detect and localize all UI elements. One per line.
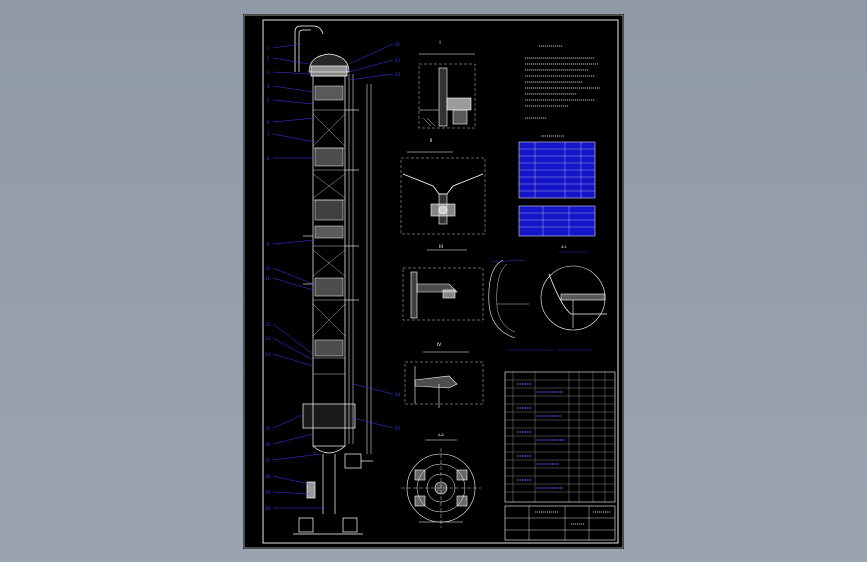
- svg-text:10: 10: [265, 266, 271, 271]
- svg-text:24: 24: [395, 392, 401, 397]
- svg-text:11: 11: [265, 276, 271, 281]
- svg-text:18: 18: [265, 474, 271, 479]
- svg-text:2: 2: [267, 56, 270, 61]
- detail-I: [418, 53, 476, 129]
- technical-notes: [525, 45, 601, 119]
- detail-IV: [404, 351, 484, 408]
- svg-text:17: 17: [265, 458, 271, 463]
- outer-frame: [243, 14, 624, 549]
- detail-IV-label: IV: [437, 342, 442, 348]
- design-data-table: [518, 135, 596, 199]
- svg-text:21: 21: [395, 42, 401, 47]
- svg-text:20: 20: [265, 506, 271, 511]
- svg-text:19: 19: [265, 490, 271, 495]
- svg-text:23: 23: [395, 72, 401, 77]
- svg-text:3: 3: [267, 70, 270, 75]
- svg-text:8: 8: [267, 156, 270, 161]
- detail-II-label: II: [430, 138, 433, 144]
- svg-text:7: 7: [267, 132, 270, 137]
- detail-I-label: I: [439, 40, 440, 46]
- item-leaders: [272, 43, 394, 509]
- svg-text:4: 4: [267, 84, 270, 89]
- svg-text:9: 9: [267, 242, 270, 247]
- svg-text:25: 25: [395, 426, 401, 431]
- svg-text:16: 16: [265, 442, 271, 447]
- detail-III-label: III: [439, 244, 443, 250]
- tower-elevation: [293, 25, 373, 535]
- svg-text:15: 15: [265, 426, 271, 431]
- svg-text:6: 6: [267, 120, 270, 125]
- svg-text:14: 14: [265, 352, 271, 357]
- svg-text:12: 12: [265, 322, 271, 327]
- inner-frame: [262, 19, 619, 544]
- svg-text:22: 22: [395, 58, 401, 63]
- detail-II: [400, 151, 486, 235]
- svg-text:13: 13: [265, 336, 271, 341]
- circle-detail-b: [540, 251, 607, 331]
- svg-text:5: 5: [267, 98, 270, 103]
- svg-text:1: 1: [267, 46, 270, 51]
- plan-view: [401, 439, 481, 528]
- plan-view-label: A-A: [438, 433, 445, 437]
- circle-detail-a: [488, 259, 529, 339]
- nozzle-table: [518, 205, 596, 237]
- parts-list: [504, 371, 616, 503]
- title-block: [504, 505, 616, 541]
- detail-III: [402, 249, 484, 321]
- circle-detail-b-scale: 4:1: [561, 245, 567, 249]
